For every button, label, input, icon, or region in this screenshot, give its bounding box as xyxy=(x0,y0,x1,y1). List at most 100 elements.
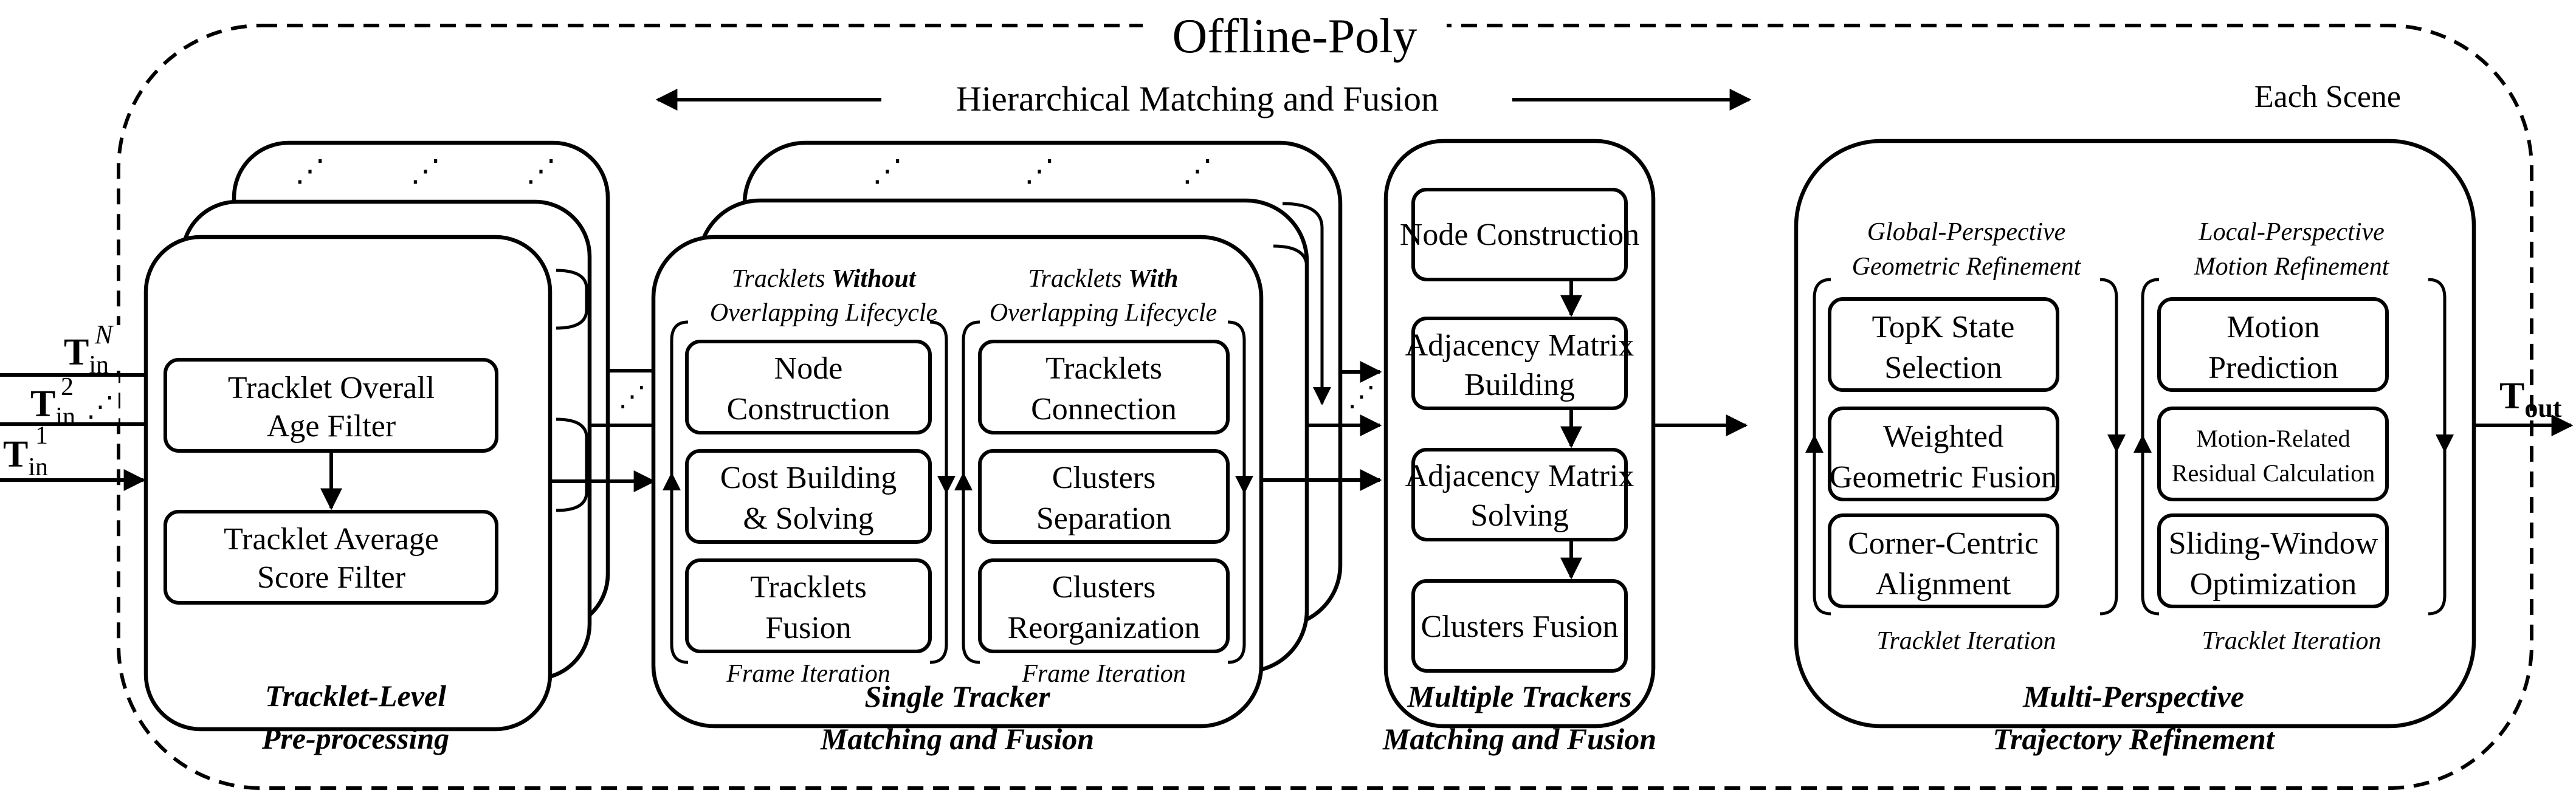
cost-building-box: Cost Building & Solving xyxy=(685,449,932,544)
corner-alignment-box: Corner-Centric Alignment xyxy=(1828,513,2059,608)
ellipsis: ⋰ xyxy=(618,381,646,412)
clusters-fusion-box: Clusters Fusion xyxy=(1411,579,1628,673)
svg-text:Local-Perspective: Local-Perspective xyxy=(2198,218,2385,246)
clusters-separation-box: Clusters Separation xyxy=(978,449,1230,544)
svg-text:TopK State: TopK State xyxy=(1872,310,2015,345)
input-label-n: Tin N xyxy=(58,320,131,379)
svg-text:Building: Building xyxy=(1464,368,1575,402)
diagram-title: Offline-Poly xyxy=(1173,10,1417,63)
node-construction-box: Node Construction xyxy=(685,340,932,434)
layer-bracket xyxy=(556,269,588,330)
svg-text:N: N xyxy=(94,320,114,349)
svg-text:Clusters: Clusters xyxy=(1052,461,1155,495)
svg-text:Trajectory Refinement: Trajectory Refinement xyxy=(1992,722,2275,756)
svg-text:Cost Building: Cost Building xyxy=(720,461,897,495)
svg-text:Construction: Construction xyxy=(727,392,890,427)
svg-text:Tracklets: Tracklets xyxy=(750,570,867,605)
svg-text:Sliding-Window: Sliding-Window xyxy=(2169,526,2378,561)
svg-text:Optimization: Optimization xyxy=(2190,567,2357,602)
svg-text:Geometric Refinement: Geometric Refinement xyxy=(1852,253,2082,281)
frame-iteration-label: Frame Iteration xyxy=(1021,660,1185,688)
svg-text:1: 1 xyxy=(35,422,48,450)
svg-text:Selection: Selection xyxy=(1884,351,2002,385)
hierarchical-label: Hierarchical Matching and Fusion xyxy=(956,79,1439,118)
local-perspective-header: Local-Perspective Motion Refinement xyxy=(2194,218,2390,281)
svg-text:Clusters: Clusters xyxy=(1052,570,1155,605)
global-perspective-header: Global-Perspective Geometric Refinement xyxy=(1852,218,2082,281)
svg-text:Tracklet Average: Tracklet Average xyxy=(224,522,439,557)
svg-text:Alignment: Alignment xyxy=(1876,567,2011,602)
svg-text:Tin: Tin xyxy=(3,434,48,481)
svg-text:Matching and Fusion: Matching and Fusion xyxy=(1382,722,1656,756)
without-overlap-header: Tracklets Without Overlapping Lifecycle xyxy=(710,265,937,327)
ellipsis: ⋰ xyxy=(872,154,903,188)
input-label-1: Tin 1 xyxy=(3,422,48,481)
with-overlap-header: Tracklets With Overlapping Lifecycle xyxy=(990,265,1217,327)
svg-text:2: 2 xyxy=(61,373,74,401)
age-filter-box: Tracklet Overall Age Filter xyxy=(164,358,498,453)
input-label-2: Tin 2 ⋰ xyxy=(27,373,119,431)
svg-text:Tracklets With: Tracklets With xyxy=(1028,265,1179,293)
ellipsis: ⋰ xyxy=(410,154,441,188)
multiple-trackers-title: Multiple Trackers Matching and Fusion xyxy=(1382,679,1656,756)
layer-bracket xyxy=(1282,202,1324,401)
clusters-reorganization-box: Clusters Reorganization xyxy=(978,558,1230,653)
ellipsis: ⋰ xyxy=(1024,154,1055,188)
svg-text:Motion-Related: Motion-Related xyxy=(2196,425,2350,452)
svg-text:Separation: Separation xyxy=(1036,501,1171,536)
tracklet-iteration-label: Tracklet Iteration xyxy=(2202,627,2381,655)
svg-text:Tracklet Overall: Tracklet Overall xyxy=(228,371,435,405)
svg-text:Motion Refinement: Motion Refinement xyxy=(2194,253,2390,281)
svg-text:& Solving: & Solving xyxy=(743,501,873,536)
svg-text:Single Tracker: Single Tracker xyxy=(864,679,1050,713)
refinement-title: Multi-Perspective Trajectory Refinement xyxy=(1992,679,2275,756)
residual-calculation-box: Motion-Related Residual Calculation xyxy=(2157,407,2389,501)
svg-text:⋰: ⋰ xyxy=(86,391,114,422)
svg-text:Connection: Connection xyxy=(1031,392,1177,427)
svg-text:Pre-processing: Pre-processing xyxy=(261,721,449,755)
topk-selection-box: TopK State Selection xyxy=(1828,297,2059,392)
svg-text:Adjacency Matrix: Adjacency Matrix xyxy=(1405,328,1634,363)
svg-text:Matching and Fusion: Matching and Fusion xyxy=(820,722,1094,756)
adjacency-solving-box: Adjacency Matrix Solving xyxy=(1405,448,1634,541)
preprocessing-panel xyxy=(143,235,553,732)
tracklets-fusion-box: Tracklets Fusion xyxy=(685,558,932,653)
weighted-fusion-box: Weighted Geometric Fusion xyxy=(1828,407,2059,501)
svg-text:Fusion: Fusion xyxy=(765,611,852,645)
output-label: Tout xyxy=(2499,376,2562,423)
svg-text:Tracklets: Tracklets xyxy=(1045,351,1162,386)
ellipsis: ⋰ xyxy=(1182,154,1213,188)
ellipsis: ⋰ xyxy=(526,154,556,188)
svg-text:Motion: Motion xyxy=(2226,310,2319,345)
adjacency-building-box: Adjacency Matrix Building xyxy=(1405,317,1634,410)
svg-text:Clusters Fusion: Clusters Fusion xyxy=(1421,609,1618,644)
svg-text:Corner-Centric: Corner-Centric xyxy=(1848,526,2039,561)
layer-bracket xyxy=(556,417,588,512)
ellipsis: ⋰ xyxy=(295,154,325,188)
svg-text:Overlapping Lifecycle: Overlapping Lifecycle xyxy=(990,299,1217,327)
svg-text:Overlapping Lifecycle: Overlapping Lifecycle xyxy=(710,299,937,327)
tracklet-iteration-label: Tracklet Iteration xyxy=(1876,627,2056,655)
svg-text:Multiple Trackers: Multiple Trackers xyxy=(1407,679,1632,713)
svg-text:Residual Calculation: Residual Calculation xyxy=(2172,459,2375,487)
svg-text:Weighted: Weighted xyxy=(1883,419,2003,454)
ellipsis: ⋰ xyxy=(1348,381,1376,412)
svg-text:Tin: Tin xyxy=(30,383,75,431)
svg-text:Tin: Tin xyxy=(64,332,109,379)
svg-text:Adjacency Matrix: Adjacency Matrix xyxy=(1405,459,1634,493)
svg-text:Prediction: Prediction xyxy=(2208,351,2338,385)
svg-text:Node Construction: Node Construction xyxy=(1400,218,1639,252)
mt-node-construction-box: Node Construction xyxy=(1400,188,1639,281)
scene-label: Each Scene xyxy=(2254,80,2401,114)
svg-text:Score Filter: Score Filter xyxy=(257,560,405,595)
svg-text:Global-Perspective: Global-Perspective xyxy=(1867,218,2066,246)
svg-text:Tracklets Without: Tracklets Without xyxy=(731,265,916,293)
score-filter-box: Tracklet Average Score Filter xyxy=(164,510,498,605)
single-tracker-title: Single Tracker Matching and Fusion xyxy=(820,679,1094,756)
preprocessing-title: Tracklet-Level Pre-processing xyxy=(261,679,449,755)
svg-text:Tracklet-Level: Tracklet-Level xyxy=(265,679,446,713)
sliding-window-box: Sliding-Window Optimization xyxy=(2157,513,2389,608)
svg-text:Multi-Perspective: Multi-Perspective xyxy=(2022,679,2244,713)
svg-text:Node: Node xyxy=(774,351,843,386)
